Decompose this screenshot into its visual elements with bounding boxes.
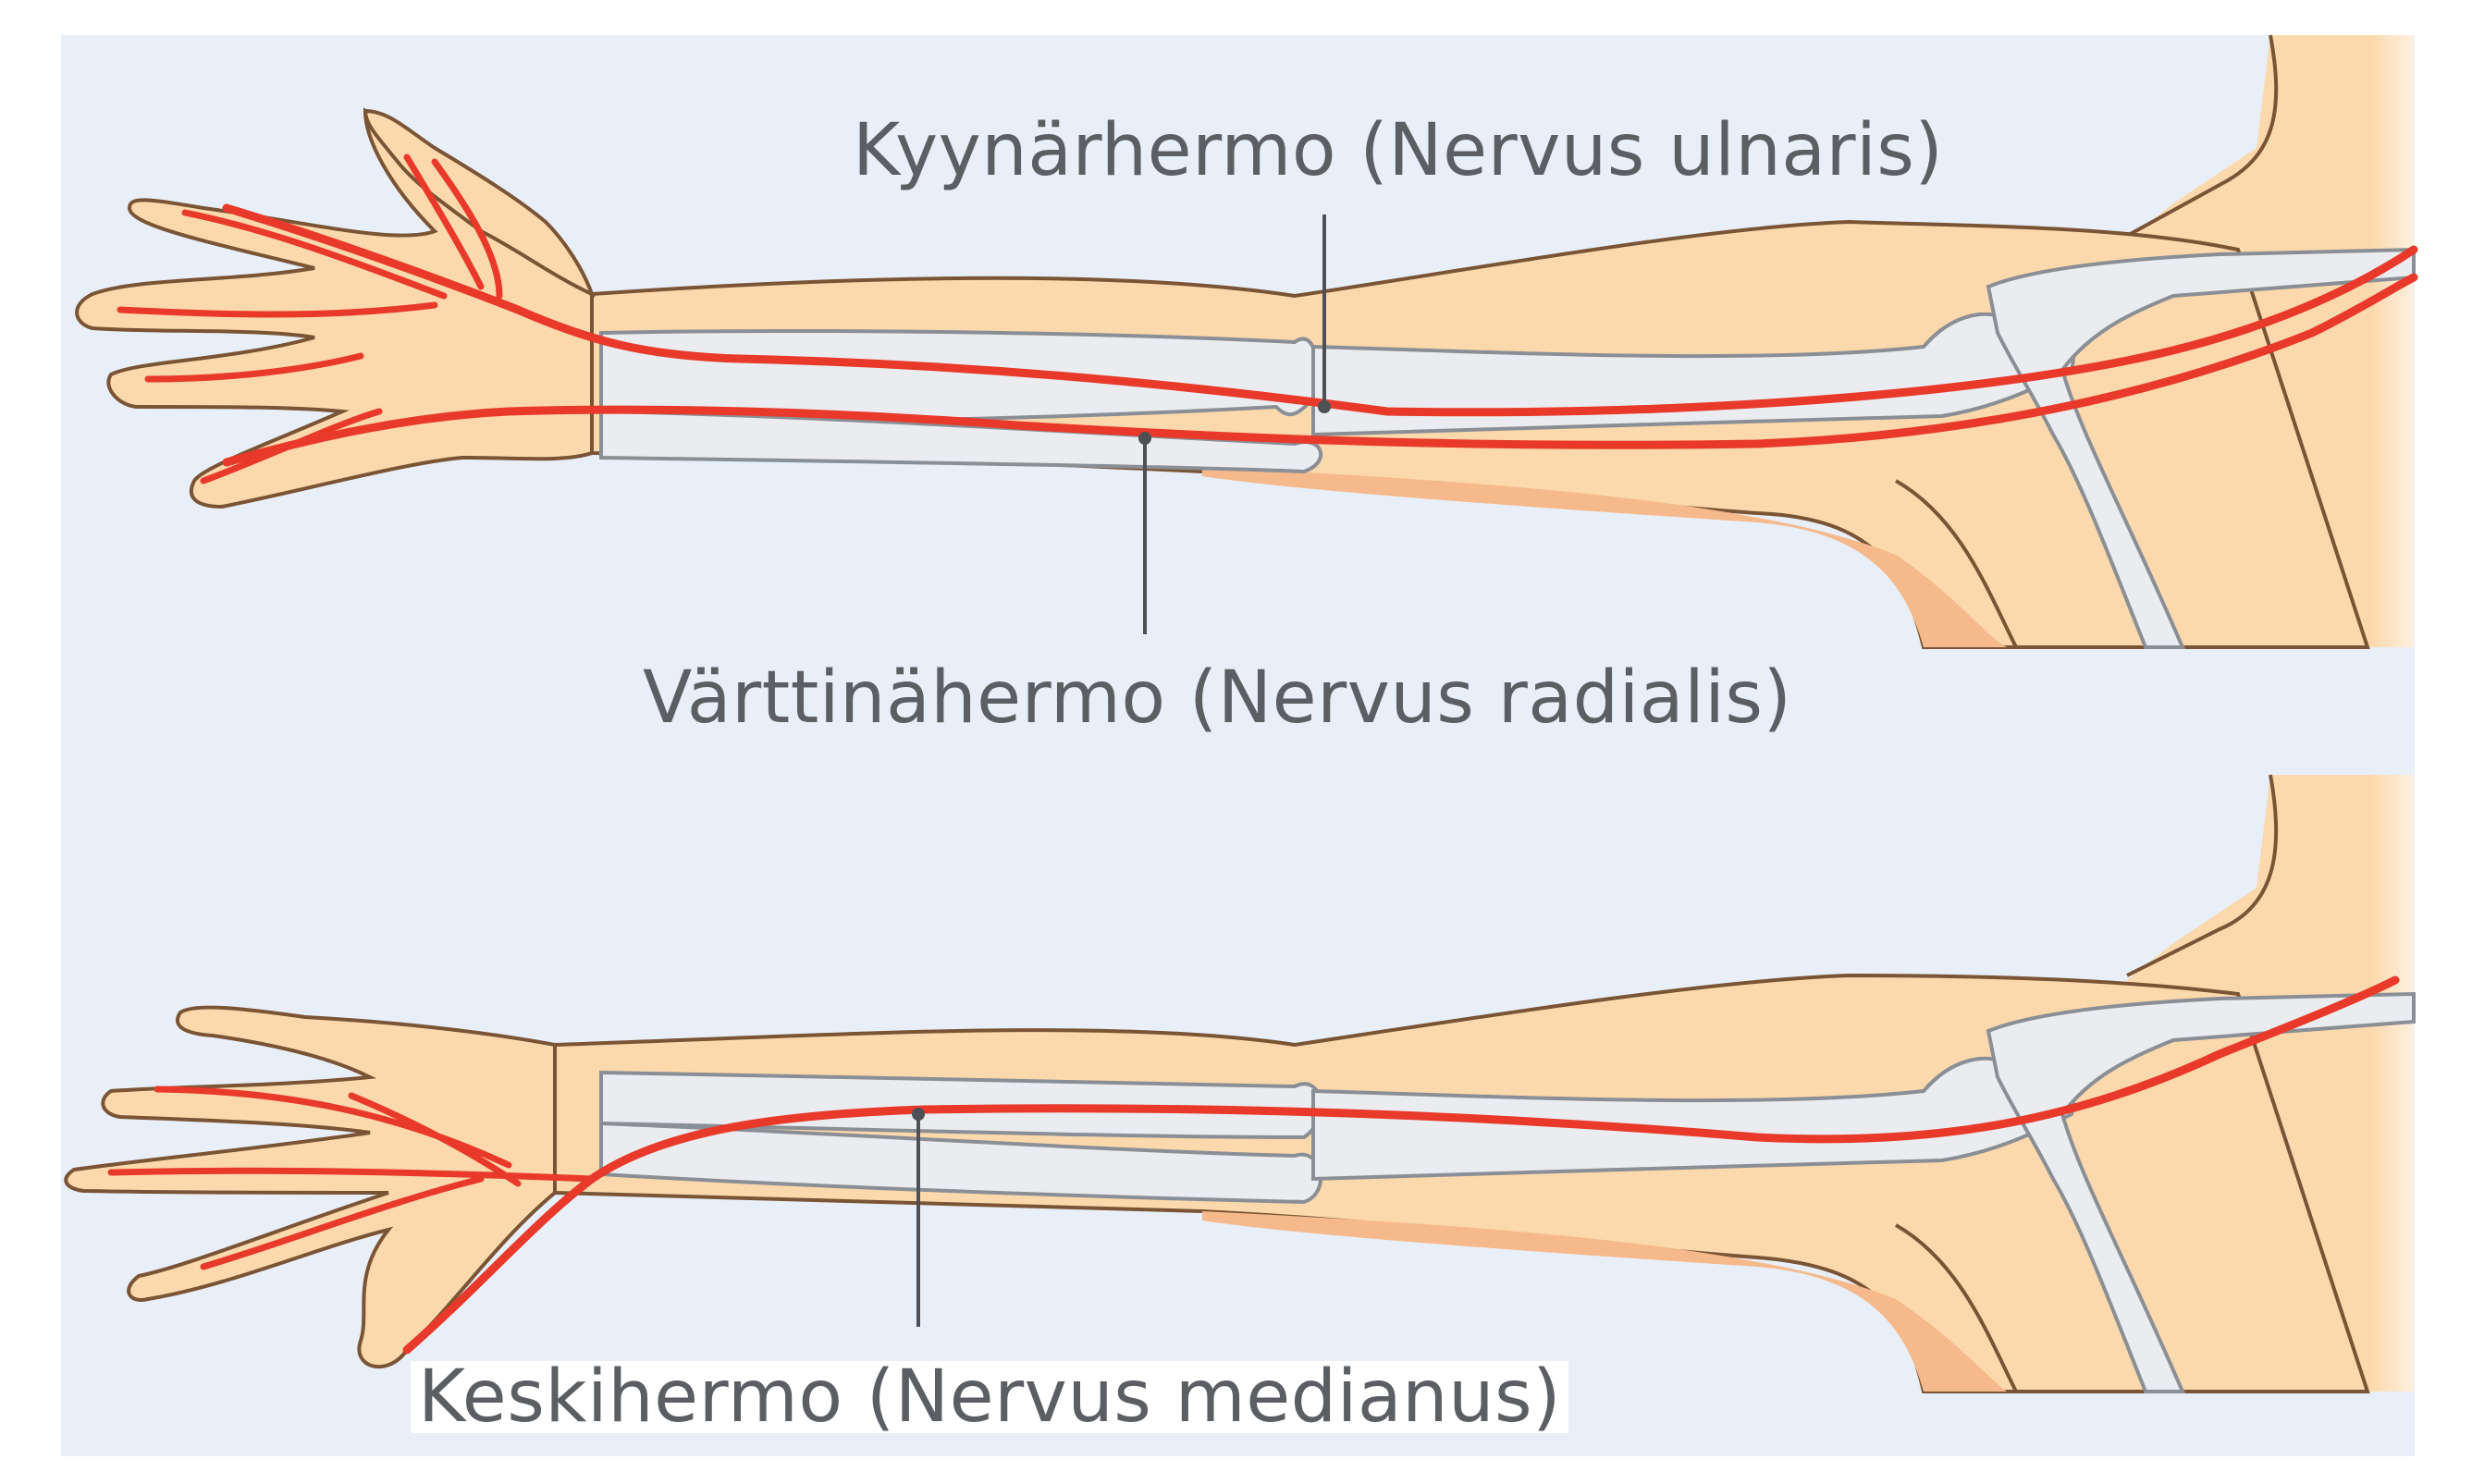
median-leader-dot	[912, 1108, 925, 1121]
ulnar-nerve-label: Kyynärhermo (Nervus ulnaris)	[853, 115, 1943, 187]
radial-leader-dot	[1138, 432, 1151, 445]
ulnar-leader-dot	[1318, 400, 1331, 413]
bottom-hand-skin	[66, 1008, 555, 1367]
radial-nerve-label: Värttinähermo (Nervus radialis)	[643, 662, 1791, 734]
median-nerve-label: Keskihermo (Nervus medianus)	[411, 1361, 1568, 1433]
bottom-arm-illustration	[66, 775, 2414, 1392]
